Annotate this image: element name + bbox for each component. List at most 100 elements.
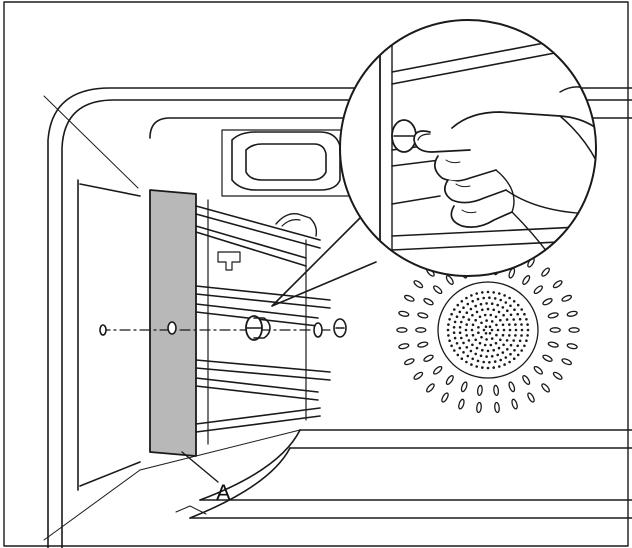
fan-hole [413,371,424,380]
fan-dot [464,328,468,332]
fan-dot [509,352,512,356]
fan-dot [483,313,487,317]
fan-dot [518,339,522,343]
fan-dot [489,343,493,347]
fan-dot [475,310,479,314]
fan-dot [475,292,479,295]
fan-dot [453,320,457,324]
fan-hole [417,341,429,348]
fan-dot [516,303,520,307]
fan-dot [462,315,465,319]
fan-dot [484,325,488,329]
fan-hole [476,401,482,414]
fan-dot [498,365,501,368]
fan-dot [498,292,501,295]
fan-dot [525,339,528,343]
fan-dot [520,334,523,337]
fan-dot [492,366,496,369]
fan-dot [469,307,473,311]
fan-dot [481,291,484,294]
fan-dot [514,323,517,326]
fan-dot [477,326,480,329]
fan-dot [490,337,494,340]
fan-dot [514,334,517,337]
fan-dot [501,323,505,327]
fan-hole [552,280,563,289]
fan-dot [480,335,483,339]
fan-dot [495,323,498,327]
fan-dot [525,318,528,321]
fan-dot [485,338,488,341]
fan-dot [512,339,515,342]
fan-dot [486,290,490,294]
fan-dot [495,333,498,337]
fan-hole [413,280,424,289]
fan-dot [453,349,456,352]
fan-hole [441,392,449,403]
fan-dot [470,328,474,332]
fan-dot [502,343,505,347]
fan-dot [458,326,462,329]
fan-hole [547,341,559,348]
fan-dot [470,363,473,366]
fan-dot [474,318,478,322]
fan-dot [512,318,515,321]
fan-dot [478,341,482,345]
fan-dot [523,344,526,348]
fan-dot [497,310,501,314]
fan-dot [509,313,513,317]
fan-dot [508,360,511,364]
fan-hole [533,365,543,375]
fan-dot [516,344,519,348]
fan-hole [423,354,434,362]
fan-dot [447,323,450,326]
fan-dot [458,346,462,350]
fan-dot [471,343,474,347]
fan-dot [453,308,456,311]
fan-dot [470,294,473,297]
fan-dot [488,325,492,329]
fan-hole [547,312,559,319]
fan-hole [542,354,553,362]
fan-dot [526,323,529,326]
fan-hole [527,392,535,403]
fan-hole [417,312,429,319]
fan-dot [486,307,490,311]
fan-dot [460,300,464,303]
fan-dot [490,302,494,306]
fan-hole [522,375,531,385]
fan-dot [471,333,475,337]
fan-dot [497,346,501,350]
fan-dot [505,318,509,321]
fan-dot [501,306,505,309]
fan-dot [476,297,480,301]
fan-dot [509,304,512,308]
fan-hole [415,327,427,333]
fan-dot [501,351,505,354]
fan-dot [499,298,503,302]
fan-dot [479,302,483,306]
fan-dot [488,332,492,335]
fan-dot [458,331,462,335]
fan-hole [403,358,415,366]
fan-hole [494,401,500,414]
fan-dot [455,342,459,345]
fan-dot [496,328,500,332]
fan-dot [478,315,482,319]
fan-dot [458,310,462,314]
fan-dot [466,354,470,358]
fan-dot [466,302,470,306]
fan-dot [471,323,475,327]
frame-border [3,1,629,547]
fan-dot [506,348,509,351]
fan-hole [568,327,580,333]
fan-hole [541,383,550,393]
fan-dot [492,348,496,352]
fan-dot [479,354,483,358]
fan-dot [476,359,480,363]
fan-dot [513,308,516,312]
fan-dot [450,312,453,316]
fan-hole [541,267,550,277]
fan-dot [477,331,480,335]
